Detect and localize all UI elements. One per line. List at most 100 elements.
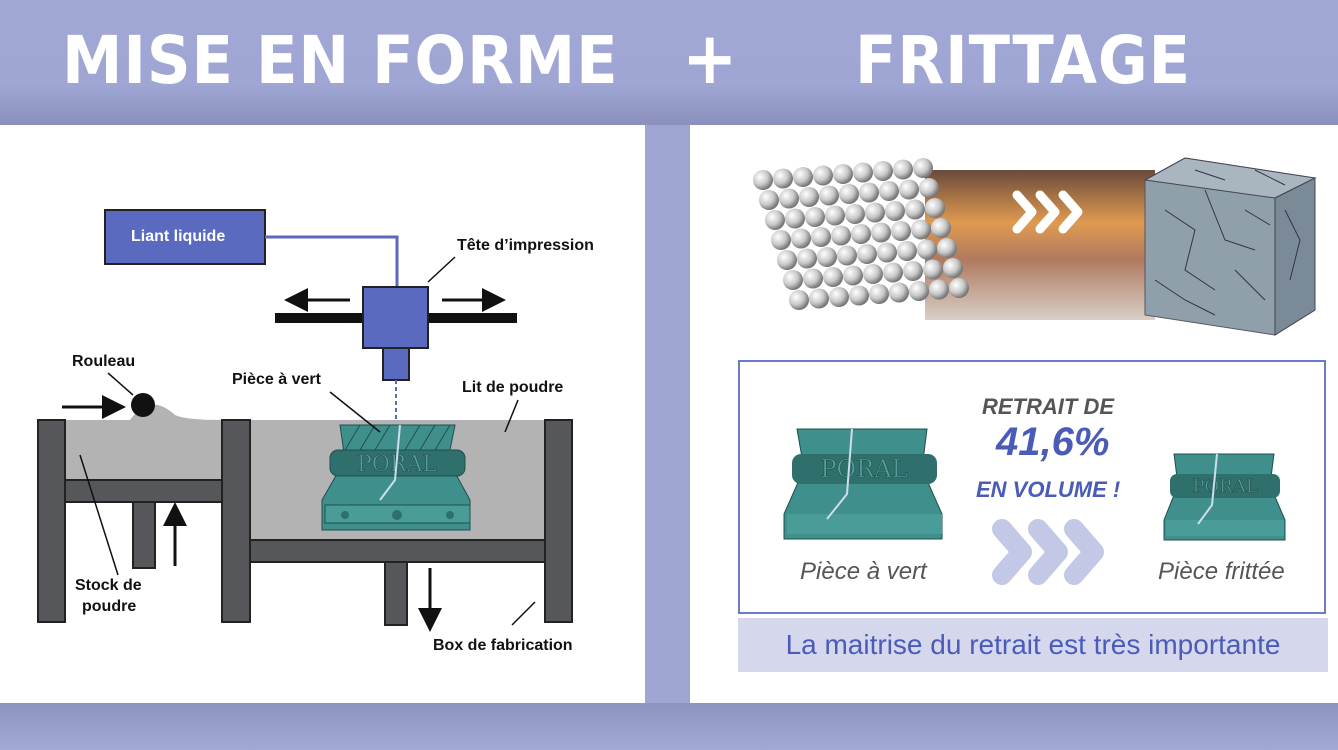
nozzle — [382, 347, 410, 381]
sintering-illustration — [753, 157, 1317, 336]
powder-sphere — [949, 278, 969, 298]
powder-sphere — [811, 227, 831, 247]
powder-sphere — [817, 247, 837, 267]
stock-piston — [132, 501, 156, 569]
leader-box — [511, 601, 536, 626]
powder-sphere — [839, 184, 859, 204]
powder-sphere — [823, 267, 843, 287]
powder-sphere — [837, 245, 857, 266]
label-rouleau: Rouleau — [72, 353, 136, 370]
powder-sphere — [943, 258, 963, 278]
wall-right — [544, 419, 573, 623]
powder-sphere — [765, 210, 785, 230]
powder-sphere — [845, 204, 865, 224]
powder-sphere — [799, 187, 819, 207]
powder-sphere — [803, 268, 823, 289]
powder-sphere — [871, 222, 891, 243]
powder-sphere — [879, 181, 899, 201]
powder-sphere — [825, 205, 845, 226]
powder-sphere — [913, 158, 933, 178]
powder-sphere — [851, 224, 871, 244]
powder-sphere — [891, 221, 911, 241]
powder-sphere — [917, 239, 937, 260]
powder-sphere — [925, 198, 945, 218]
powder-sphere — [773, 168, 793, 189]
binder-jetting-diagram: PORAL — [37, 209, 573, 632]
powder-sphere — [797, 248, 817, 269]
print-head — [362, 286, 429, 349]
roller — [131, 393, 155, 417]
label-liant: Liant liquide — [131, 228, 226, 245]
wall-left — [37, 419, 66, 623]
chevrons-icon — [1012, 190, 1083, 234]
powder-sphere — [793, 167, 813, 187]
green-part-small-image: PORAL — [783, 428, 943, 540]
sintered-part-small-image: PORAL — [1163, 453, 1286, 541]
liant-box — [104, 209, 266, 265]
powder-sphere — [897, 241, 917, 261]
title-frittage: FRITTAGE — [855, 22, 1192, 99]
powder-sphere — [937, 238, 957, 258]
retrait-label: RETRAIT DE — [982, 394, 1114, 419]
powder-sphere — [885, 201, 905, 221]
powder-sphere — [777, 250, 797, 270]
plus-sign: + — [682, 16, 739, 100]
powder-spheres — [753, 158, 969, 310]
retrait-unit: EN VOLUME ! — [976, 477, 1121, 502]
leader-tete — [427, 256, 456, 283]
green-part-image: PORAL — [321, 424, 471, 531]
powder-sphere — [893, 159, 913, 180]
powder-sphere — [931, 218, 951, 238]
powder-sphere — [899, 179, 919, 200]
powder-sphere — [929, 279, 949, 300]
powder-sphere — [923, 259, 943, 280]
title-mise-en-forme: MISE EN FORME — [62, 22, 619, 99]
label-box: Box de fabrication — [433, 637, 573, 654]
powder-sphere — [829, 287, 849, 307]
label-tete: Tête d’impression — [457, 237, 594, 254]
header-band — [0, 0, 1338, 125]
powder-sphere — [909, 281, 929, 301]
powder-sphere — [889, 282, 909, 303]
powder-sphere — [911, 219, 931, 240]
powder-sphere — [753, 170, 773, 190]
build-piston — [384, 561, 408, 626]
powder-sphere — [865, 202, 885, 223]
powder-sphere — [813, 165, 833, 186]
powder-sphere — [863, 264, 883, 284]
shrinkage-note: La maitrise du retrait est très importan… — [738, 618, 1328, 672]
shrinkage-box: PORAL PORAL RETRAIT DE 41,6% EN VOLUME !… — [738, 360, 1326, 614]
powder-sphere — [883, 262, 903, 283]
powder-sphere — [779, 188, 799, 209]
leader-stock — [79, 454, 119, 576]
label-piece-vert-small: Pièce à vert — [800, 558, 927, 585]
part-engraving-green: PORAL — [820, 455, 907, 483]
powder-sphere — [831, 225, 851, 246]
powder-sphere — [771, 230, 791, 250]
powder-sphere — [789, 290, 809, 310]
powder-sphere — [759, 190, 779, 210]
powder-sphere — [853, 162, 873, 183]
powder-sphere — [843, 265, 863, 286]
powder-sphere — [783, 270, 803, 290]
powder-sphere — [809, 288, 829, 309]
powder-stock — [65, 404, 222, 480]
powder-sphere — [903, 261, 923, 281]
binder-line — [265, 235, 399, 288]
sintered-cube — [1143, 157, 1317, 336]
powder-sphere — [833, 164, 853, 184]
leader-rouleau — [107, 372, 134, 396]
leader-lit — [504, 399, 519, 433]
powder-sphere — [849, 285, 869, 306]
wall-middle — [221, 419, 251, 623]
powder-sphere — [905, 199, 925, 220]
powder-sphere — [857, 244, 877, 264]
powder-sphere — [859, 182, 879, 203]
powder-sphere — [785, 208, 805, 229]
retrait-value: 41,6% — [996, 420, 1110, 464]
part-engraving-sintered: PORAL — [1192, 476, 1257, 497]
powder-sphere — [919, 178, 939, 198]
powder-sphere — [873, 161, 893, 181]
powder-sphere — [819, 185, 839, 206]
build-platform — [249, 539, 546, 563]
